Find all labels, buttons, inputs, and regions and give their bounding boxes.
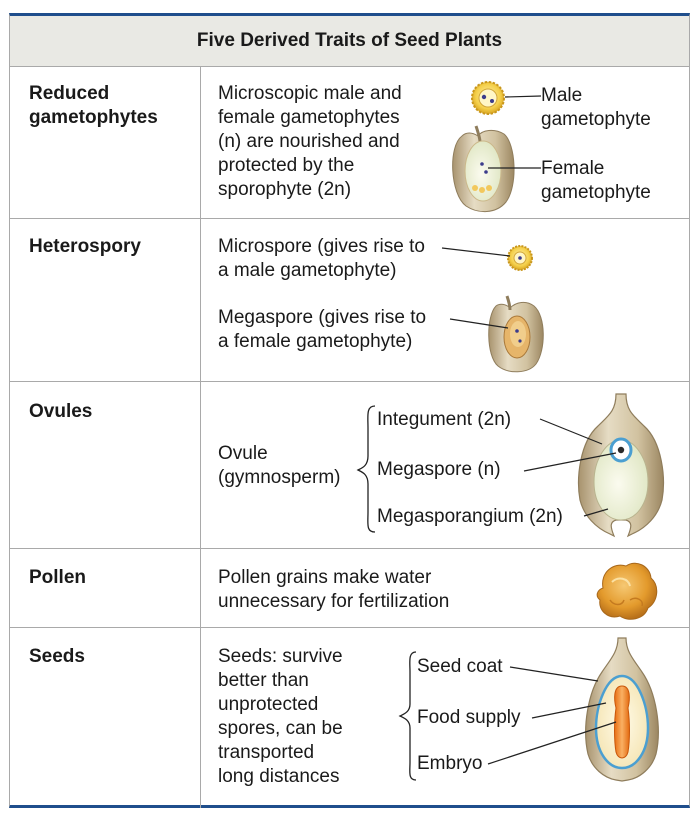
ovule-bracket: [356, 405, 376, 533]
row-divider: [10, 381, 689, 382]
illustrations: [356, 81, 664, 782]
trait-pollen: Pollen: [29, 567, 87, 588]
traits-table: Five Derived Traits of Seed Plants Reduc…: [9, 13, 690, 808]
desc-megaspore: Megaspore (gives rise to a female gameto…: [218, 307, 427, 352]
trait-ovules: Ovules: [29, 401, 93, 422]
desc-reduced-gametophytes: Microscopic male and female gametophytes…: [218, 83, 402, 200]
desc-ovule: Ovule (gymnosperm): [218, 443, 341, 488]
label-food-supply: Food supply: [417, 707, 521, 728]
seed-cross-section: [585, 637, 659, 782]
male-gametophyte-grain: [471, 81, 505, 115]
row-divider: [10, 548, 689, 549]
label-male-gametophyte: Male gametophyte: [541, 85, 651, 130]
label-megaspore: Megaspore (n): [377, 459, 501, 480]
trait-heterospory: Heterospory: [29, 236, 141, 257]
label-megasporangium: Megasporangium (2n): [377, 506, 563, 527]
trait-reduced-gametophytes: Reduced gametophytes: [29, 83, 158, 128]
label-seed-coat: Seed coat: [417, 656, 503, 677]
desc-microspore: Microspore (gives rise to a male gametop…: [218, 236, 425, 281]
desc-seeds: Seeds: survive better than unprotected s…: [218, 646, 343, 787]
microspore: [507, 245, 533, 271]
female-gametophyte-ovule: [452, 125, 515, 212]
row-divider: [10, 627, 689, 628]
label-embryo: Embryo: [417, 753, 483, 774]
label-integument: Integument (2n): [377, 409, 512, 430]
desc-pollen: Pollen grains make water unnecessary for…: [218, 567, 450, 612]
column-divider: [200, 66, 201, 808]
table-title: Five Derived Traits of Seed Plants: [10, 16, 689, 67]
megaspore-ovule: [488, 295, 544, 373]
seed-bracket: [398, 651, 417, 781]
label-female-gametophyte: Female gametophyte: [541, 158, 651, 203]
row-divider: [10, 218, 689, 219]
pollen-grain: [596, 562, 658, 620]
trait-seeds: Seeds: [29, 646, 85, 667]
gymnosperm-ovule: [578, 393, 664, 538]
